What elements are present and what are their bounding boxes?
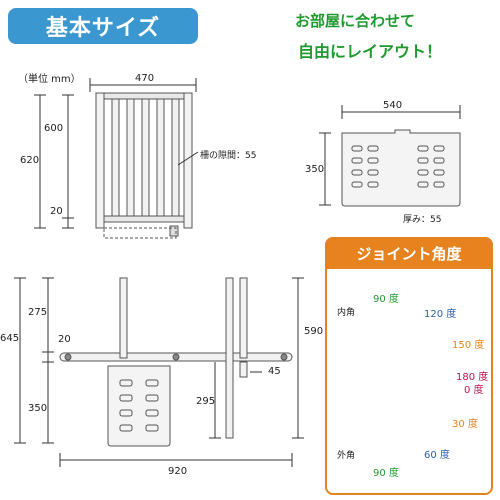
joint-angle-panel — [325, 237, 493, 495]
angle-150: 150 度 — [452, 340, 485, 351]
angle-180: 180 度 — [456, 372, 489, 383]
outer-angle-label: 外角 — [337, 451, 356, 461]
bottom-offset-label: 45 — [268, 366, 281, 377]
bottom-drawing — [14, 277, 304, 467]
bottom-total-height-label: 645 — [0, 333, 20, 344]
angle-90-top: 90 度 — [373, 294, 399, 305]
panel-width-label: 540 — [383, 100, 403, 111]
joint-angle-header: ジョイント角度 — [325, 237, 493, 269]
gate-bar-height-label: 600 — [44, 123, 64, 134]
tagline-line-2: 自由にレイアウト！ — [297, 42, 442, 61]
bottom-right-height-label: 590 — [304, 326, 324, 337]
bottom-middle-label: 20 — [58, 334, 71, 345]
bottom-inner-height-label: 295 — [196, 396, 216, 407]
section-title-badge: 基本サイズ — [8, 8, 198, 44]
bar-spacing-label: 柵の隙間：55 — [200, 151, 257, 161]
panel-height-label: 350 — [305, 164, 325, 175]
panel-drawing — [319, 105, 461, 207]
unit-label: （単位 mm） — [18, 74, 81, 85]
tagline-line-1: お部屋に合わせて — [294, 12, 415, 30]
gate-drawing — [34, 78, 199, 239]
angle-30: 30 度 — [452, 419, 478, 430]
section-title: 基本サイズ — [45, 16, 161, 41]
angle-120: 120 度 — [424, 309, 457, 320]
angle-90-bottom: 90 度 — [373, 468, 399, 479]
gate-width-label: 470 — [135, 73, 155, 84]
joint-angle-title: ジョイント角度 — [356, 244, 462, 263]
inner-angle-label: 内角 — [337, 308, 356, 318]
angle-60: 60 度 — [424, 450, 450, 461]
panel-thickness-label: 厚み：55 — [403, 215, 442, 225]
angle-0: 0 度 — [464, 385, 484, 396]
gate-total-height-label: 620 — [20, 155, 40, 166]
bottom-top-part-label: 275 — [28, 307, 48, 318]
gate-bottom-gap-label: 20 — [50, 206, 63, 217]
bottom-lower-part-label: 350 — [28, 403, 48, 414]
bottom-total-width-label: 920 — [168, 466, 188, 477]
